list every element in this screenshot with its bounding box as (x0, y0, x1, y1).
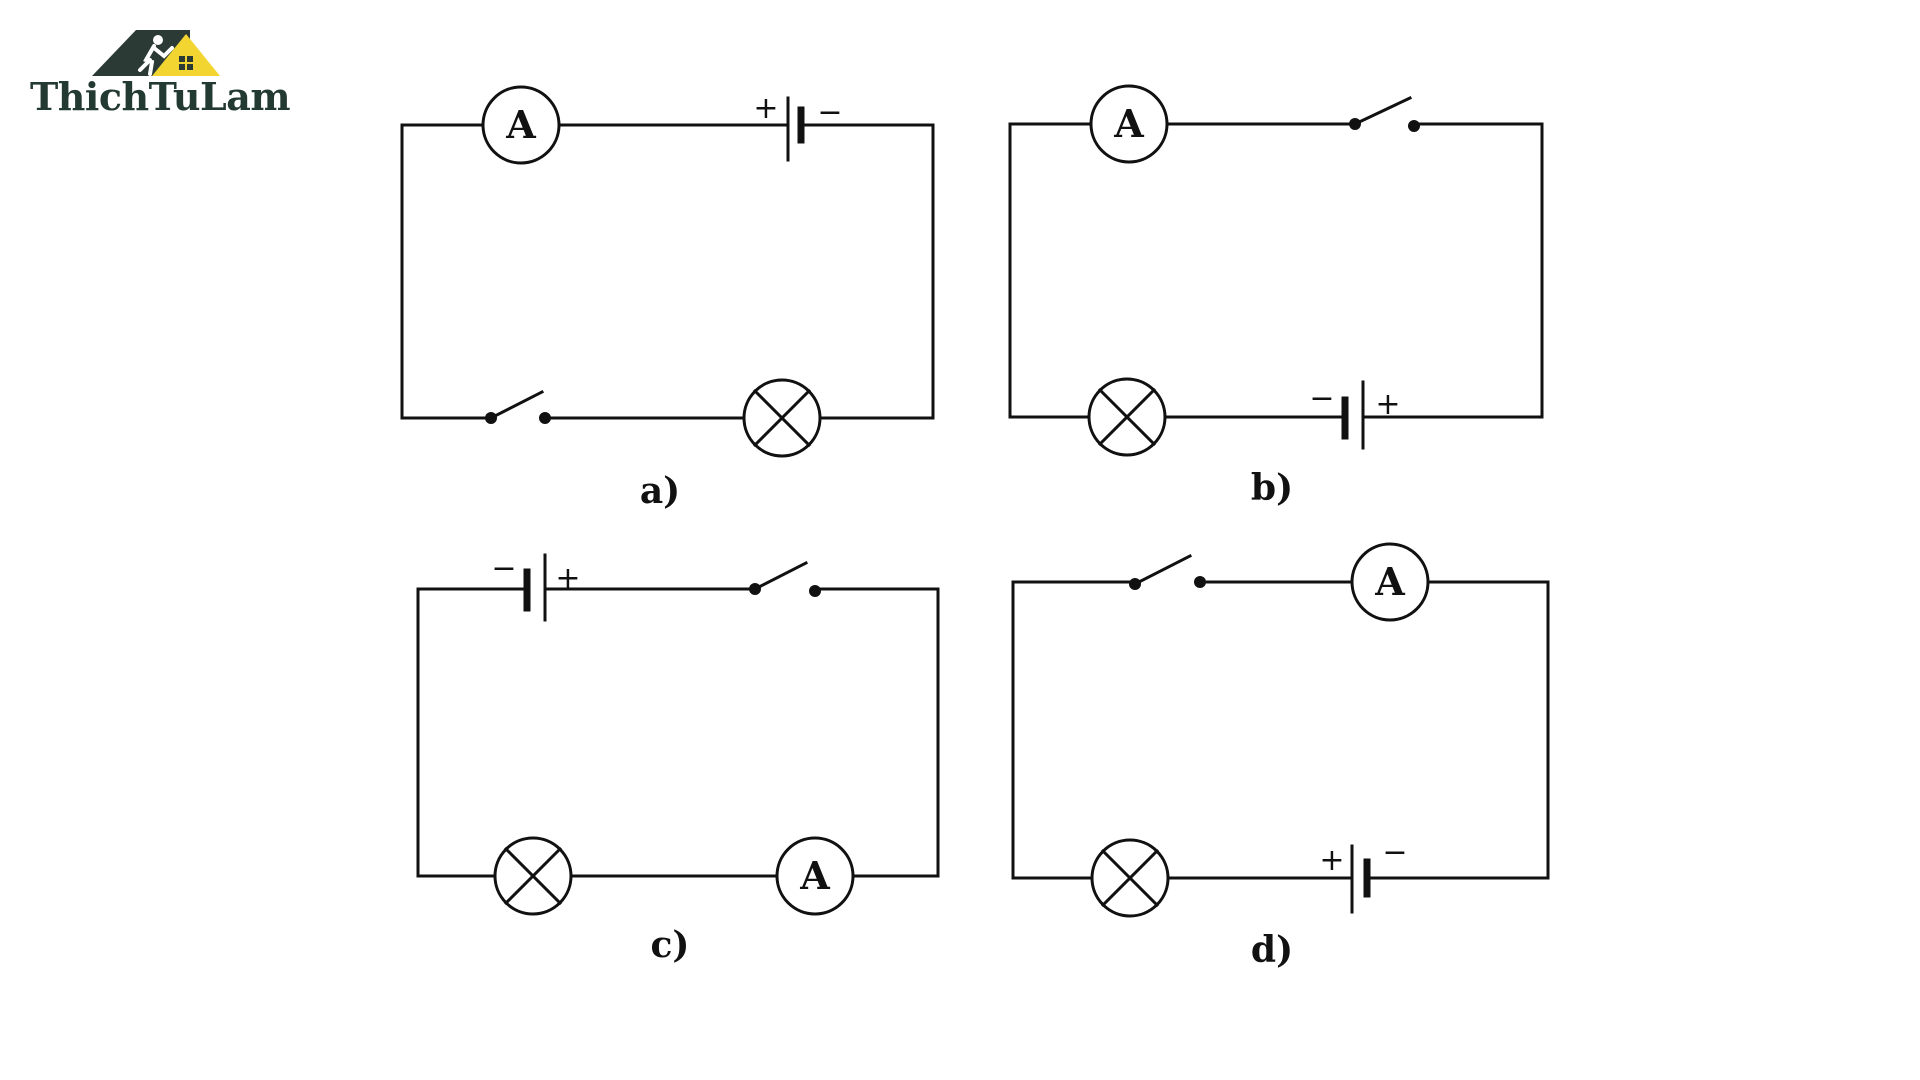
svg-text:A: A (1113, 101, 1144, 146)
ammeter: A (481, 85, 561, 165)
lamp (493, 836, 573, 916)
svg-text:+: + (1375, 387, 1400, 422)
switch (1349, 96, 1420, 132)
circuit-b-wires (1008, 122, 1544, 419)
battery: − + (491, 551, 581, 622)
svg-text:−: − (491, 551, 516, 586)
logo-wordmark: ThichTuLam (30, 74, 291, 119)
battery: + − (753, 91, 843, 162)
caption-b: b) (1251, 467, 1293, 509)
svg-text:A: A (799, 853, 830, 898)
circuit-d: A + − d) (1011, 542, 1550, 971)
circuit-b: A − + b) (1008, 84, 1544, 509)
circuit-d-wires (1011, 580, 1550, 880)
svg-text:+: + (555, 561, 580, 596)
logo: ThichTuLam (30, 26, 291, 126)
lamp (742, 378, 822, 458)
battery: + − (1319, 835, 1408, 914)
circuit-c: − + A c) (416, 551, 940, 966)
caption-d: d) (1251, 929, 1293, 971)
circuit-a: A + − a) (400, 85, 935, 512)
ammeter: A (1350, 542, 1430, 622)
svg-text:+: + (753, 91, 778, 126)
lamp (1087, 377, 1167, 457)
svg-text:−: − (1382, 835, 1407, 870)
switch (485, 389, 551, 424)
battery: − + (1309, 380, 1401, 450)
caption-c: c) (651, 924, 690, 966)
svg-text:A: A (505, 102, 536, 147)
house-worker-icon (92, 30, 220, 76)
svg-text:−: − (817, 95, 842, 130)
switch (1129, 553, 1206, 590)
svg-text:−: − (1309, 381, 1334, 416)
ammeter: A (775, 836, 855, 916)
svg-text:A: A (1374, 559, 1405, 604)
circuit-c-wires (416, 587, 940, 878)
svg-text:+: + (1319, 843, 1344, 878)
circuit-a-wires (400, 123, 935, 420)
caption-a: a) (640, 470, 680, 512)
switch (749, 560, 821, 597)
ammeter: A (1089, 84, 1169, 164)
lamp (1090, 838, 1170, 918)
